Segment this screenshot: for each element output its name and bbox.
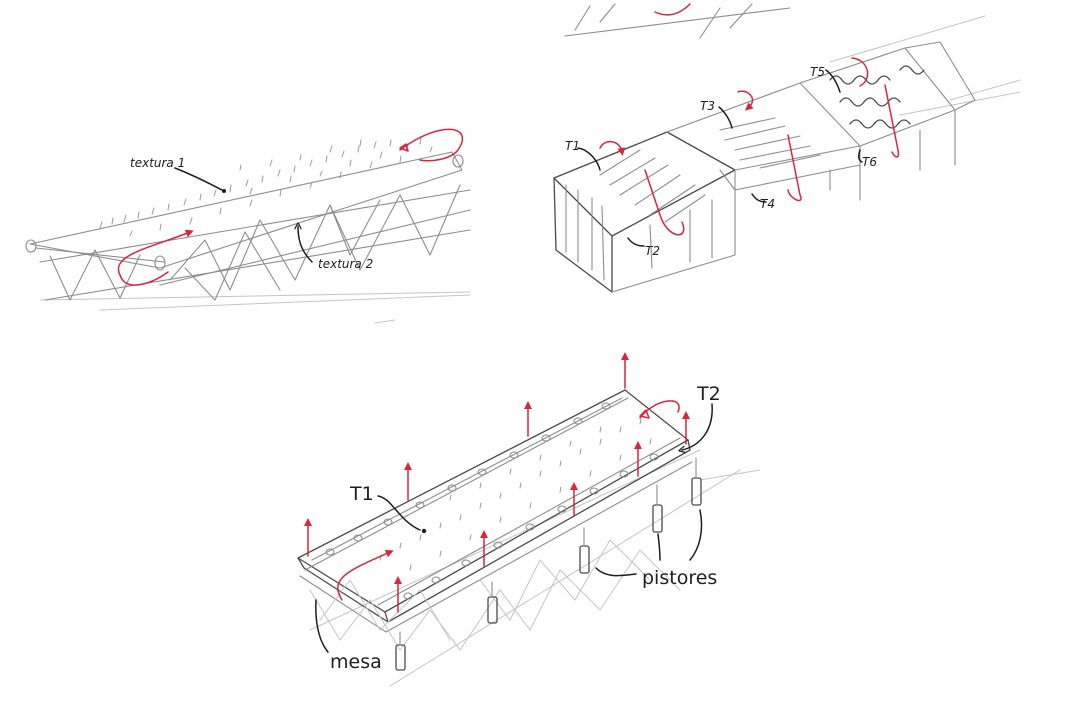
- pistons: [396, 458, 701, 670]
- label-t3-top: T3: [700, 99, 715, 113]
- label-texture-2: textura 2: [318, 257, 373, 271]
- label-table: mesa: [330, 651, 382, 673]
- texture-5-waves: [830, 66, 924, 128]
- label-t1-top: T1: [565, 139, 580, 153]
- label-t1-bottom: T1: [349, 483, 374, 505]
- label-t2-bottom: T2: [696, 383, 721, 405]
- label-texture-1: textura 1: [130, 156, 185, 170]
- sketch-conveyor-two-textures: textura 1 textura 2: [26, 129, 470, 323]
- label-t2-top: T2: [645, 244, 660, 258]
- label-pistons: pistores: [642, 567, 717, 589]
- label-t4-top: T4: [760, 197, 775, 211]
- sketch-table-with-pistons: T1 T2 pistores mesa: [298, 356, 760, 686]
- table-holes: [326, 403, 658, 599]
- label-t6-top: T6: [862, 155, 877, 169]
- sketch-segmented-conveyor: T1 T2 T3 T4 T5 T6: [554, 4, 1020, 292]
- texture-1-marks: [100, 138, 432, 236]
- label-t5-top: T5: [810, 65, 825, 79]
